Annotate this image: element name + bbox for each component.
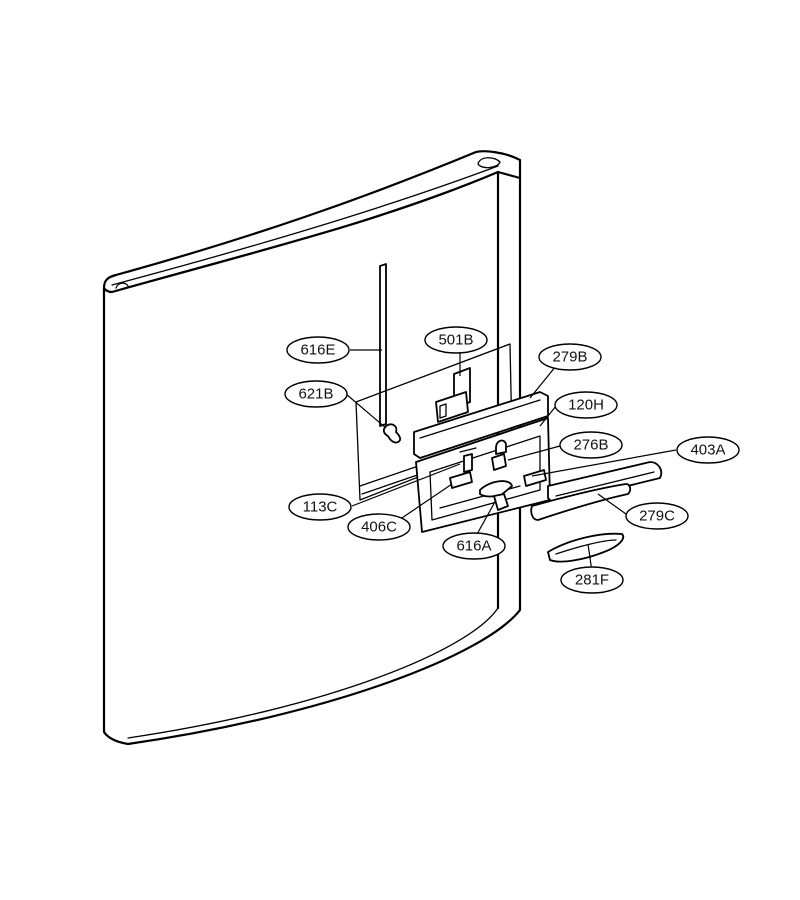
- dispenser-internal-parts: [449, 439, 547, 511]
- part-label-113c-text: 113C: [303, 499, 338, 516]
- refrigerator-door: [102, 150, 522, 746]
- part-label-279c-text: 279C: [639, 508, 675, 525]
- part-501b-bracket: [435, 367, 471, 423]
- part-label-406c: 406C: [347, 513, 411, 541]
- part-label-279b: 279B: [538, 343, 602, 371]
- part-label-120h: 120H: [554, 391, 618, 419]
- part-label-279c: 279C: [625, 502, 689, 530]
- part-label-501b: 501B: [424, 326, 488, 354]
- dispenser-housing-279b: [413, 391, 551, 533]
- part-label-113c: 113C: [288, 493, 352, 521]
- part-621b-fitting: [382, 423, 402, 444]
- part-label-621b-text: 621B: [298, 386, 333, 403]
- part-label-621b: 621B: [284, 380, 348, 408]
- part-label-406c-text: 406C: [361, 519, 397, 536]
- drip-tray-281f: [547, 532, 625, 563]
- part-label-403a-text: 403A: [690, 442, 725, 459]
- part-label-276b: 276B: [559, 431, 623, 459]
- part-label-276b-text: 276B: [573, 437, 608, 454]
- part-label-616a-text: 616A: [456, 538, 491, 555]
- part-label-120h-text: 120H: [568, 397, 604, 414]
- part-label-403a: 403A: [676, 436, 740, 464]
- part-label-281f-text: 281F: [575, 572, 609, 589]
- tube-616e: [379, 263, 387, 427]
- part-label-279b-text: 279B: [552, 349, 587, 366]
- part-label-616e: 616E: [286, 336, 350, 364]
- trim-279c: [530, 483, 632, 521]
- part-label-616e-text: 616E: [300, 342, 335, 359]
- part-label-281f: 281F: [560, 566, 624, 594]
- leader-lines: [345, 349, 677, 573]
- part-label-501b-text: 501B: [438, 332, 473, 349]
- part-label-616a: 616A: [442, 532, 506, 560]
